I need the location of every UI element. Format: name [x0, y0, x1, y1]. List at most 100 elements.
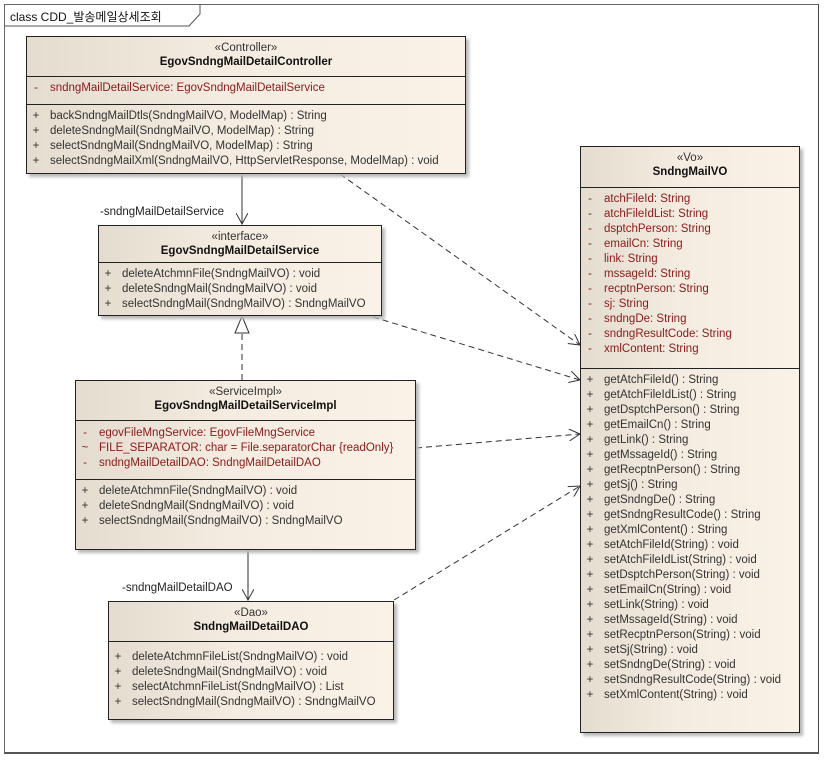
operation-row[interactable]: +getRecptnPerson() : String [581, 463, 799, 478]
operation-row[interactable]: +deleteSndngMail(SndngMailVO) : void [109, 665, 393, 680]
operation-row[interactable]: +setMssageId(String) : void [581, 613, 799, 628]
stereotype: «interface» [211, 231, 269, 243]
visibility-marker: + [586, 479, 594, 491]
operation-text: getMssageId() : String [604, 449, 718, 461]
operation-row[interactable]: +setXmlContent(String) : void [581, 688, 799, 703]
operation-row[interactable]: +getSndngResultCode() : String [581, 508, 799, 523]
dep-dao-vo [393, 486, 580, 601]
class-name: SndngMailVO [652, 166, 728, 178]
operation-row[interactable]: +getSndngDe() : String [581, 493, 799, 508]
operation-row[interactable]: +getLink() : String [581, 433, 799, 448]
operation-row[interactable]: + deleteAtchmnFile(SndngMailVO) : void [76, 484, 415, 499]
visibility-marker: - [588, 283, 592, 295]
attribute-text: link: String [604, 253, 658, 265]
operation-text: getXmlContent() : String [604, 524, 728, 536]
class-header: «Dao» SndngMailDetailDAO [109, 602, 393, 642]
operation-row[interactable]: +getDsptchPerson() : String [581, 403, 799, 418]
attribute-row[interactable]: -egovFileMngService: EgovFileMngService [76, 426, 415, 441]
visibility-marker: + [81, 515, 89, 527]
attribute-row[interactable]: ~FILE_SEPARATOR: char = File.separatorCh… [76, 441, 415, 456]
operation-text: setAtchFileId(String) : void [604, 539, 739, 551]
operation-row[interactable]: +deleteAtchmnFileList(SndngMailVO) : voi… [109, 650, 393, 665]
diagram-frame [4, 4, 819, 754]
operation-row[interactable]: +selectSndngMail(SndngMailVO) : SndngMai… [109, 695, 393, 710]
operation-text: setAtchFileIdList(String) : void [604, 554, 757, 566]
attribute-row[interactable]: -sndngResultCode: String [581, 327, 799, 342]
attribute-row[interactable]: -link: String [581, 252, 799, 267]
visibility-marker: + [586, 464, 594, 476]
operation-text: setSndngResultCode(String) : void [604, 674, 782, 686]
operations-section: +deleteAtchmnFileList(SndngMailVO) : voi… [109, 642, 393, 710]
attribute-text: atchFileIdList: String [604, 208, 709, 220]
visibility-marker: + [32, 155, 40, 167]
attribute-row[interactable]: -mssageId: String [581, 267, 799, 282]
visibility-marker: - [588, 238, 592, 250]
operation-text: deleteAtchmnFile(SndngMailVO) : void [99, 485, 298, 497]
visibility-marker: + [586, 539, 594, 551]
operation-row[interactable]: +getAtchFileIdList() : String [581, 388, 799, 403]
operation-row[interactable]: +setSj(String) : void [581, 643, 799, 658]
operation-row[interactable]: +setSndngResultCode(String) : void [581, 673, 799, 688]
operation-row[interactable]: +selectSndngMailXml(SndngMailVO, HttpSer… [27, 154, 465, 169]
operation-row[interactable]: +backSndngMailDtls(SndngMailVO, ModelMap… [27, 109, 465, 124]
operation-text: selectSndngMail(SndngMailVO, ModelMap) :… [50, 140, 313, 152]
attribute-row[interactable]: -sndngMailDetailService: EgovSndngMailDe… [27, 81, 465, 96]
class-dao[interactable]: «Dao» SndngMailDetailDAO +deleteAtchmnFi… [108, 601, 394, 720]
operation-row[interactable]: +deleteSndngMail(SndngMailVO) : void [99, 282, 381, 297]
operation-text: selectAtchmnFileList(SndngMailVO) : List [132, 681, 344, 693]
operation-text: setSj(String) : void [604, 644, 698, 656]
operation-text: setRecptnPerson(String) : void [604, 629, 761, 641]
class-name: EgovSndngMailDetailService [160, 245, 320, 257]
operation-row[interactable]: +getMssageId() : String [581, 448, 799, 463]
operation-row[interactable]: +setSndngDe(String) : void [581, 658, 799, 673]
attribute-text: sndngMailDetailService: EgovSndngMailDet… [50, 82, 325, 94]
operation-row[interactable]: +setRecptnPerson(String) : void [581, 628, 799, 643]
operation-row[interactable]: +setEmailCn(String) : void [581, 583, 799, 598]
operation-row[interactable]: +selectSndngMail(SndngMailVO) : SndngMai… [76, 514, 415, 529]
attribute-row[interactable]: -atchFileIdList: String [581, 207, 799, 222]
visibility-marker: - [83, 457, 87, 469]
attribute-row[interactable]: -sj: String [581, 297, 799, 312]
operation-row[interactable]: +selectAtchmnFileList(SndngMailVO) : Lis… [109, 680, 393, 695]
operations-section: + deleteAtchmnFile(SndngMailVO) : void +de… [76, 480, 415, 529]
operation-row[interactable]: +deleteSndngMail(SndngMailVO) : void [76, 499, 415, 514]
operation-row[interactable]: +getEmailCn() : String [581, 418, 799, 433]
operation-text: getSndngDe() : String [604, 494, 716, 506]
attribute-row[interactable]: -sndngMailDetailDAO: SndngMailDetailDAO [76, 456, 415, 471]
visibility-marker: + [32, 110, 40, 122]
visibility-marker: + [114, 651, 122, 663]
class-header: «interface» EgovSndngMailDetailService [99, 226, 381, 263]
operation-text: selectSndngMail(SndngMailVO) : SndngMail… [132, 696, 376, 708]
operation-row[interactable]: +selectSndngMail(SndngMailVO) : SndngMai… [99, 297, 381, 312]
operation-text: getAtchFileId() : String [604, 374, 719, 386]
class-vo[interactable]: «Vo» SndngMailVO -atchFileId: String-atc… [580, 146, 800, 733]
attribute-row[interactable]: -xmlContent: String [581, 342, 799, 357]
class-controller[interactable]: «Controller» EgovSndngMailDetailControll… [26, 36, 466, 174]
dep-impl-vo [415, 434, 580, 449]
visibility-marker: - [588, 268, 592, 280]
operation-row[interactable]: + setAtchFileId(String) : void [581, 538, 799, 553]
operation-text: getEmailCn() : String [604, 419, 711, 431]
operation-row[interactable]: +deleteAtchmnFile(SndngMailVO) : void [99, 267, 381, 282]
attribute-row[interactable]: -dsptchPerson: String [581, 222, 799, 237]
attribute-text: emailCn: String [604, 238, 683, 250]
attribute-row[interactable]: -sndngDe: String [581, 312, 799, 327]
operation-row[interactable]: +setAtchFileIdList(String) : void [581, 553, 799, 568]
operation-row[interactable]: +getXmlContent() : String [581, 523, 799, 538]
operation-row[interactable]: +setLink(String) : void [581, 598, 799, 613]
operation-row[interactable]: +setDsptchPerson(String) : void [581, 568, 799, 583]
class-header: «ServiceImpl» EgovSndngMailDetailService… [76, 381, 415, 421]
operation-row[interactable]: +selectSndngMail(SndngMailVO, ModelMap) … [27, 139, 465, 154]
visibility-marker: - [588, 328, 592, 340]
visibility-marker: + [81, 485, 89, 497]
attribute-text: atchFileId: String [604, 193, 691, 205]
attribute-row[interactable]: -atchFileId: String [581, 192, 799, 207]
operation-row[interactable]: +deleteSndngMail(SndngMailVO, ModelMap) … [27, 124, 465, 139]
class-service-impl[interactable]: «ServiceImpl» EgovSndngMailDetailService… [75, 380, 416, 550]
operation-row[interactable]: +getSj() : String [581, 478, 799, 493]
attribute-row[interactable]: -recptnPerson: String [581, 282, 799, 297]
attribute-row[interactable]: -emailCn: String [581, 237, 799, 252]
operation-row[interactable]: +getAtchFileId() : String [581, 373, 799, 388]
class-service-interface[interactable]: «interface» EgovSndngMailDetailService +… [98, 225, 382, 316]
